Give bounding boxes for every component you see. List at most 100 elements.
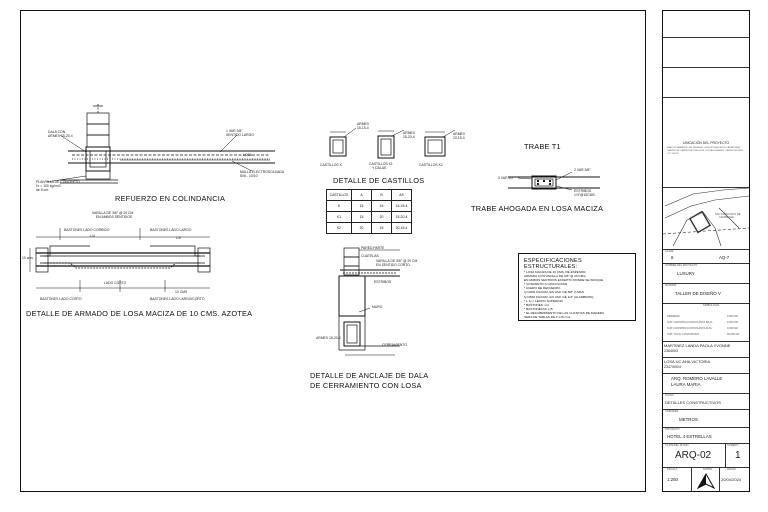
trabe-estribos: ESTRIBOS — [574, 189, 592, 193]
tb-nombre-row: NOMBRE DEL PROYECTO LUXURY — [663, 263, 749, 284]
dala-detail — [338, 247, 400, 356]
note-varilla-largas: VARILLA DE 3/8" @ 20 CM — [92, 211, 134, 215]
dala-varilla: VARILLA DE 3/8" @ 20 CM — [376, 259, 418, 263]
tb-location-row: UBICACIÓN DEL PROYECTO FRACCIONAMIENTO E… — [663, 97, 749, 188]
table-header-cell: A — [351, 189, 372, 201]
dala-sentido-corto: EN SENTIDO CORTO — [376, 263, 410, 267]
tb-clave-label: CLAVE — [665, 250, 674, 253]
tb-nombre-label: NOMBRE DEL PROYECTO — [665, 264, 698, 267]
dala-pared-parte: PARED PARTE — [361, 246, 385, 250]
tb-nombre-value: LUXURY — [677, 271, 695, 276]
tb-clave-value: 8 — [671, 255, 674, 260]
colindancia-detail — [45, 104, 275, 184]
losa-title: DETALLE DE ARMADO DE LOSA MACIZA DE 10 C… — [26, 309, 253, 318]
tb-clave-plano-value: ARQ-02 — [675, 450, 712, 461]
tb-clave-plano-row: CLAVE DEL PLANO ARQ-02 NUMERO 1 — [663, 443, 749, 468]
tb-asesor-line2: LAURA MARIA — [671, 382, 701, 387]
tb-alumna2-row: LOSA UC AHA VICTORIA 2347000/4 — [663, 357, 749, 374]
table-cell: 20 — [351, 222, 372, 234]
tb-sym-val: 0,000 M2 — [727, 327, 738, 330]
specs-title: ESPECIFICACIONES ESTRUCTURALES: — [524, 258, 582, 270]
tb-alumna1-row: MARTINEZ LANDA PAOLA YVONNE 2364003 — [663, 341, 749, 358]
tb-sym-val: 0,000 M2 — [727, 315, 738, 318]
note-esp: de 5 cm. — [36, 188, 50, 192]
tb-materia-label: MATERIA — [665, 284, 677, 287]
title-block: UBICACIÓN DEL PROYECTO FRACCIONAMIENTO E… — [662, 10, 750, 492]
note-l4-a: L/4 — [90, 234, 95, 238]
tb-divider — [719, 467, 720, 491]
trabe-var2-label: 3 VAR 1/2" — [498, 176, 515, 180]
dala-muro: MURO — [372, 305, 383, 309]
tb-alumna2: LOSA UC AHA VICTORIA — [664, 359, 711, 364]
tb-ubicacion-text: FRACCIONAMIENTO EN TERRENO CON EXTENSION… — [667, 147, 744, 155]
castillo-k2-label: CASTILLOS K2 — [419, 163, 443, 167]
specs-line: SERA DE TABLAS DE 1"x15 cms. — [524, 315, 572, 320]
tb-materia-value: TALLER DE DISEÑO V — [675, 291, 721, 296]
specs-line: * BASTONES: L/4 — [524, 302, 549, 307]
note-en-ambos: EN AMBOS SENTIDOS — [96, 215, 132, 219]
castillo-k1-label-line1: CASTILLOS K1 — [369, 162, 393, 166]
tb-ubicacion-title: UBICACIÓN DEL PROYECTO — [683, 141, 730, 145]
note-fc: f'c = 100 kg/cm2, — [36, 184, 62, 188]
tb-alumna2-num: 2347000/4 — [664, 365, 681, 369]
tb-map-row: SAN FRANCISCO DE CAMPECHE — [663, 187, 749, 250]
note-l5-a: L/5 — [176, 236, 181, 240]
table-cell: K2 — [326, 222, 352, 234]
trabe-vars-label: 2 VAR 3/8" — [574, 168, 591, 172]
table-row: K1 15 20 15-20-4 — [326, 211, 412, 223]
table-cell: 15 — [351, 211, 372, 223]
north-arrow-icon — [697, 473, 715, 489]
specs-line: fy=2530 KG/CM2, EN VAR. DE 1/4" (ALAMBRO… — [524, 294, 594, 299]
note-plantilla: PLANTILLA DE CONCRETO — [36, 180, 80, 184]
tb-unidades-label: UNIDADES — [665, 410, 679, 413]
tb-map-label-line2: CAMPECHE — [719, 216, 734, 219]
armex-k2-spec: 20-15-4 — [453, 136, 465, 140]
tb-fecha-label: FECHA — [727, 468, 736, 471]
tb-proyecto-label: PROYECTO — [665, 428, 680, 431]
tb-divider — [725, 443, 726, 467]
tb-alumna1: MARTINEZ LANDA PAOLA YVONNE — [664, 343, 731, 348]
note-dala-con: DALA CON — [48, 130, 66, 134]
table-cell: 15-15-4 — [391, 200, 412, 212]
specs-line: EN AMBOS SENTIDOS EXCEPTO DONDE SE INDIQ… — [524, 278, 604, 283]
tb-num-value: 1 — [735, 450, 741, 461]
tb-clave-code: AQ-7 — [719, 255, 730, 260]
tb-proyecto-row: PROYECTO HOTEL 4 ESTRELLAS — [663, 427, 749, 444]
castillos-title: DETALLE DE CASTILLOS — [333, 176, 425, 185]
specs-line: * EL RECUBRIMIENTO DE LAS CUANTIAS DE MA… — [524, 310, 605, 315]
tb-sym-row: SUP. TOTAL CONSTRUIDA — [667, 333, 700, 336]
specs-line: * ACERO DE REFUERZO: — [524, 286, 561, 291]
tb-fecha-value: 20/04/2024 — [721, 477, 742, 482]
tb-asesor-row: ARQ. ROMERO LAVALLE LAURA MARIA — [663, 373, 749, 394]
table-cell: K — [326, 200, 352, 212]
tb-alumna1-num: 2364003 — [664, 349, 678, 353]
note-bastones-largo: BASTONES LADO LARGO — [150, 228, 192, 232]
note-bastones-corto: BASTONES LADO CORTO — [40, 297, 82, 301]
colindancia-title: REFUERZO EN COLINDANCIA — [115, 194, 226, 203]
tb-divider — [691, 467, 692, 491]
castillos-detail — [329, 127, 456, 159]
trabe-detail — [508, 171, 600, 191]
note-malla: MALLA ELECTROSOLDADA — [240, 170, 285, 174]
tb-sym-row: SUP. CONSTRUCCION PLANTA BAJA — [667, 321, 713, 324]
note-var38: 1 VAR 3/8" — [226, 129, 243, 133]
note-sentido-largo: SENTIDO LARGO — [226, 133, 254, 137]
tb-blank-row — [663, 11, 749, 38]
note-cms-a: 10 cms. — [22, 256, 34, 260]
tb-plano-value: DETALLES CONSTRUCTIVOS — [665, 400, 721, 405]
note-losa: LOSA — [243, 153, 253, 157]
castillos-table: CASTILLOS A B AS K 15 15 15-15-4 K1 15 2… — [326, 189, 412, 234]
table-cell: 20 — [371, 211, 392, 223]
tb-norte-label: NORTE — [703, 468, 713, 471]
specs-box: ESPECIFICACIONES ESTRUCTURALES: * LOSA M… — [518, 253, 636, 321]
tb-simbologia-row: SIMBOLOGÍA TERRENO SUP. CONSTRUCCION PLA… — [663, 303, 749, 342]
table-row: K2 20 15 20-15-4 — [326, 222, 412, 234]
drawing-sheet — [20, 10, 646, 492]
tb-clave-row: CLAVE 8 AQ-7 — [663, 249, 749, 264]
tb-sym-label: SIMBOLOGÍA — [703, 304, 720, 307]
trabe-ahogada-title: TRABE AHOGADA EN LOSA MACIZA — [471, 204, 604, 213]
tb-location-map — [663, 188, 749, 247]
losa-detail — [29, 228, 211, 292]
tb-sym-val: 00,000 M2 — [727, 333, 740, 336]
dala-cuatelas: CUATELAS — [361, 254, 379, 258]
